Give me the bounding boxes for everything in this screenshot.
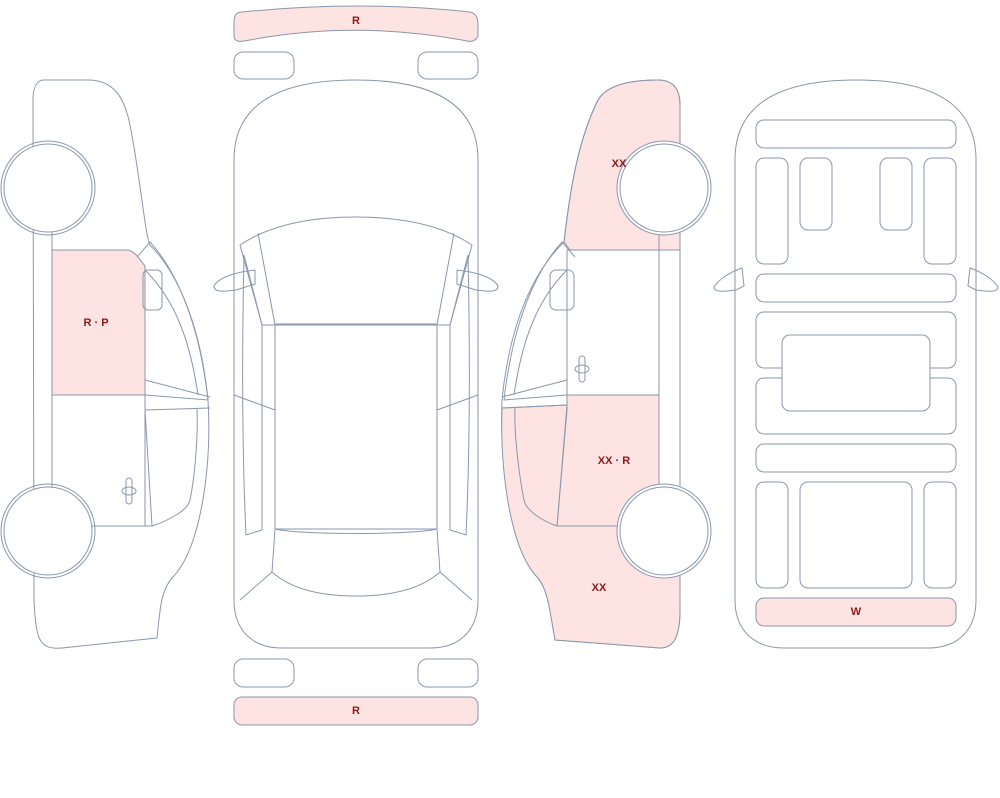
front-left-headlight[interactable] [233, 51, 295, 80]
rear-window-top[interactable] [271, 528, 441, 597]
left-door-handle[interactable] [125, 477, 133, 505]
left-rear-window [151, 407, 198, 527]
right-door-belt [501, 379, 568, 398]
rear-floor[interactable] [755, 443, 957, 473]
top-right-door-seam [436, 394, 479, 411]
rear-window-floor-label: W [851, 606, 862, 618]
rear-right-door-panel[interactable] [923, 481, 957, 589]
top-body-outline[interactable] [233, 79, 479, 649]
right-rear-window [514, 407, 558, 527]
a-pillar-right [436, 232, 455, 326]
windshield[interactable] [239, 216, 473, 326]
right-rear-wheel[interactable] [619, 486, 709, 576]
left-front-wheel[interactable] [3, 143, 93, 233]
top-rear-left-seam [239, 571, 273, 601]
top-view [213, 5, 499, 726]
left-side-view [0, 79, 211, 649]
rear-bumper[interactable] [233, 696, 479, 726]
left-body-outline[interactable] [32, 79, 210, 649]
right-front-fender-label: XX [612, 158, 627, 170]
right-window-frame [503, 241, 576, 401]
front-bumper[interactable] [233, 5, 479, 42]
right-rear-quarter[interactable] [501, 404, 681, 649]
sunroof[interactable] [781, 334, 931, 412]
top-side-left-glass [242, 254, 263, 536]
left-door-handle-cup [121, 486, 137, 496]
left-front-door-label: R · P [83, 317, 108, 329]
front-bumper-label: R [352, 15, 360, 27]
left-window-frame [136, 241, 209, 401]
left-rear-wheel[interactable] [3, 486, 93, 576]
right-side-view [501, 79, 712, 649]
right-door-handle[interactable] [578, 355, 586, 383]
top-left-door-seam [233, 394, 276, 411]
right-window-frame-inner [513, 269, 568, 396]
right-mirror[interactable] [549, 269, 575, 311]
top-left-mirror[interactable] [213, 269, 256, 292]
right-door-belt-2 [501, 404, 568, 409]
roof[interactable] [274, 323, 438, 530]
interior-body-outline[interactable] [734, 79, 977, 649]
interior-view [713, 79, 999, 649]
rear-bumper-label: R [352, 705, 360, 717]
rear-left-taillight[interactable] [233, 658, 295, 688]
interior-right-mirror[interactable] [967, 267, 999, 292]
right-front-wheel[interactable] [619, 143, 709, 233]
left-front-wheel-outer [0, 140, 96, 236]
dashboard[interactable] [755, 119, 957, 149]
right-rear-door-label: XX · R [598, 455, 630, 467]
front-floor[interactable] [755, 273, 957, 303]
top-side-right-glass [449, 254, 470, 536]
a-pillar-left [257, 232, 276, 326]
top-right-mirror[interactable] [456, 269, 499, 292]
rear-left-door-panel[interactable] [755, 481, 789, 589]
front-left-door-panel[interactable] [755, 157, 789, 265]
left-rear-wheel-outer [0, 483, 96, 579]
front-right-headlight[interactable] [417, 51, 479, 80]
right-rear-quarter-label: XX [592, 582, 607, 594]
passenger-seat[interactable] [879, 157, 913, 231]
left-window-frame-inner [144, 269, 199, 396]
top-rear-right-seam [439, 571, 473, 601]
trunk-floor[interactable] [799, 481, 913, 589]
right-door-handle-cup [574, 364, 590, 374]
rear-window-floor[interactable] [755, 597, 957, 627]
left-door-belt [144, 379, 211, 398]
driver-seat[interactable] [799, 157, 833, 231]
interior-left-mirror[interactable] [713, 267, 745, 292]
front-right-door-panel[interactable] [923, 157, 957, 265]
left-door-belt-2 [144, 407, 211, 411]
rear-right-taillight[interactable] [417, 658, 479, 688]
left-mirror[interactable] [142, 269, 163, 311]
